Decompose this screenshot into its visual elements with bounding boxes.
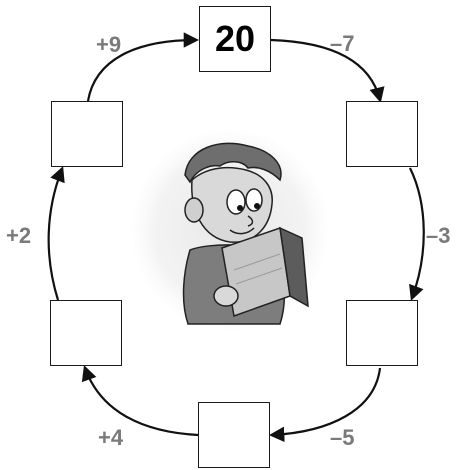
lower-right-box[interactable] bbox=[346, 300, 418, 366]
reading-boy-icon bbox=[132, 130, 328, 330]
operation-minus-3: –3 bbox=[426, 223, 451, 248]
top-box[interactable]: 20 bbox=[199, 6, 271, 72]
operation-minus-5: –5 bbox=[330, 425, 355, 450]
upper-right-box[interactable] bbox=[346, 101, 418, 167]
arrow-lower-right-to-bottom bbox=[268, 367, 382, 443]
operation-plus-4: +4 bbox=[98, 425, 124, 450]
bottom-box[interactable] bbox=[198, 402, 270, 468]
operation-plus-9: +9 bbox=[96, 32, 122, 57]
upper-left-box[interactable] bbox=[51, 101, 123, 167]
arrow-upper-left-to-top bbox=[86, 32, 200, 102]
lower-left-box[interactable] bbox=[50, 300, 122, 366]
arrow-bottom-to-lower-left bbox=[81, 365, 199, 437]
arrow-lower-left-to-upper-left bbox=[47, 166, 65, 301]
arrow-upper-right-to-lower-right bbox=[409, 167, 425, 301]
operation-plus-2: +2 bbox=[6, 223, 32, 248]
operation-minus-7: –7 bbox=[330, 31, 355, 56]
arrow-top-to-upper-right bbox=[270, 38, 385, 103]
